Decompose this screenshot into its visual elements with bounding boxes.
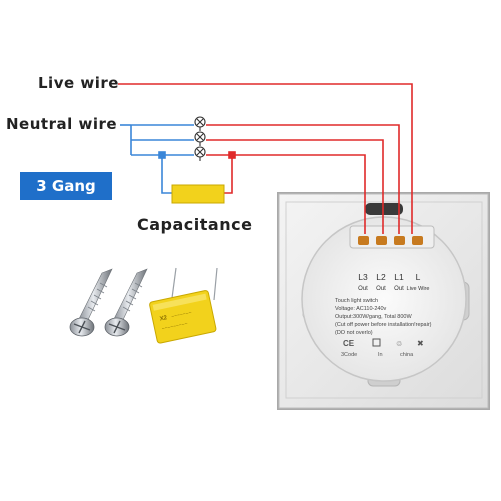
terminal-l2-sub: Out [376,286,386,292]
bulb-icon [194,131,206,146]
bulb-icon [194,116,206,131]
spec-line: Voltage: AC110-240v [335,306,387,312]
capacitor-symbol [171,184,225,204]
cert-label: In [378,352,383,358]
live-wires [118,83,413,234]
svg-text:~~~~~~~: ~~~~~~~ [171,310,192,320]
svg-text:~~~~~~~~~: ~~~~~~~~~ [161,321,188,332]
gang-badge: 3 Gang [20,172,112,200]
terminal-l3-sub: Out [358,286,368,292]
cert-label: 3Code [341,352,357,358]
screw-icon [104,268,148,337]
rohs-mark-icon [372,338,381,347]
spec-line: Touch light switch [335,298,378,304]
lamp-symbols [194,116,206,161]
neutral-wire-label: Neutral wire [6,115,118,133]
live-wire-label: Live wire [38,74,119,92]
screw-icon [69,268,113,337]
certification-marks: CE ♲ ✖ 3Code In china [341,338,424,358]
terminal-l2-label: L2 [376,272,386,282]
ce-mark-icon: CE [343,339,355,348]
terminal-l1-label: L1 [394,272,404,282]
weee-mark-icon: ✖ [417,339,424,348]
bulb-icon [194,146,206,161]
capacitor-component: X2 ~~~~~~~ ~~~~~~~~~ [149,267,218,344]
terminal-l3-label: L3 [358,272,368,282]
terminal-l1-sub: Out [394,286,404,292]
spec-text: Touch light switch Voltage: AC110-240v O… [335,298,432,336]
recycle-mark-icon: ♲ [396,341,402,348]
spec-line: (DO not overlo) [335,330,373,336]
terminal-screws [358,236,423,245]
spec-line: Output:300W/gang, Total 800W [335,314,412,320]
capacitance-label: Capacitance [137,215,253,234]
terminal-l-label: L [416,272,421,282]
cert-label: china [400,352,414,358]
neutral-wires [120,124,194,194]
spec-line: (Cut off power before installation!repai… [335,322,432,328]
capacitor-label: X2 [159,315,168,323]
switch-back-disc [301,216,467,382]
terminal-l-sub: Live Wire [407,286,430,292]
